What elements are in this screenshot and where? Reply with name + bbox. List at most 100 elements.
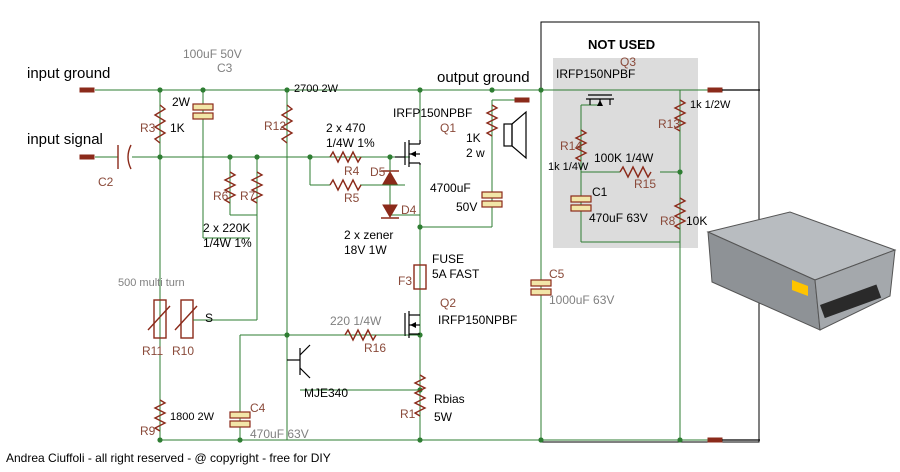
q2-part: IRFP150NPBF [438,313,518,327]
r1-resistor [413,374,427,417]
output-ground-label: output ground [437,69,530,86]
d4-ref: D4 [401,203,417,217]
q3-mosfet [586,94,614,106]
r6-resistor [223,171,237,204]
copyright-note: Andrea Ciuffoli - all right reserved - @… [6,451,331,465]
trimmer-pots [147,299,205,339]
r12-val: 2700 2W [294,83,339,95]
fuse-label-1: FUSE [432,252,465,266]
multi-turn-label: 500 multi turn [118,277,185,289]
c3-ref: C3 [217,61,233,75]
r4-ref: R4 [344,164,360,178]
r13-resistor [673,99,687,132]
mje-label: MJE340 [304,386,349,400]
r5-ref: R5 [344,191,360,205]
q1-ref: Q1 [440,121,457,135]
r8-val: 10K [686,214,708,228]
c3-capacitor [192,103,214,111]
speaker-resistor [485,104,499,137]
r3-ref: R3 [140,121,156,135]
c3-value: 100uF 50V [183,47,242,61]
r15-val: 100K 1/4W [594,151,654,165]
r12-resistor [280,104,294,144]
r16-ref: R16 [364,341,387,355]
f3-ref: F3 [398,274,413,288]
c1-val: 470uF 63V [589,211,648,225]
r3-val: 1K [170,121,185,135]
r16-val: 220 1/4W [330,314,382,328]
rbias-w: 5W [434,410,452,424]
c5-capacitor [530,279,552,287]
r15-ref: R15 [634,177,657,191]
input-signal-label: input signal [27,131,103,148]
r14-val: 1k 1/4W [548,161,589,173]
cout-v: 50V [456,200,478,214]
c2-ref: C2 [98,175,114,189]
pot-s-label: S [205,311,214,325]
c1-capacitor [570,195,592,203]
speaker-w: 2 w [466,146,485,160]
r8-resistor [673,197,687,230]
speaker [503,110,527,160]
q1-part: IRFP150NPBF [393,106,473,120]
r12-ref: R12 [264,119,287,133]
q2-ref: Q2 [440,296,457,310]
r16-resistor [344,328,377,342]
cout-capacitor [481,191,503,199]
r6-ref: R6 [213,189,229,203]
power-supply-unit [706,211,897,331]
junction-dots [157,87,683,443]
fuse-label-2: 5A FAST [432,267,480,281]
resistors [153,99,687,432]
mje340-transistor [287,344,311,379]
c5-val: 1000uF 63V [549,293,615,307]
wires [95,89,760,441]
input-ground-label: input ground [27,65,111,82]
capacitors [192,103,592,428]
c4-ref: C4 [250,401,266,415]
cout-val: 4700uF [430,181,471,195]
r6r7-val1: 2 x 220K [203,221,251,235]
r5-resistor [329,178,362,192]
c5-ref: C5 [549,267,565,281]
speaker-r: 1K [466,131,481,145]
r9-resistor [153,399,167,432]
not-used-label: NOT USED [588,37,656,52]
r7-ref: R7 [240,189,256,203]
r13-ref: R13 [658,117,681,131]
fuse [413,264,427,290]
r4r5-val1: 2 x 470 [326,121,366,135]
r11-ref: R11 [142,344,164,358]
r14-ref: R14 [560,139,583,153]
r6r7-val2: 1/4W 1% [203,236,252,250]
rbias-label: Rbias [434,392,465,406]
q3-ref: Q3 [620,55,637,69]
q3-part: IRFP150NPBF [556,67,636,81]
r9-val: 1800 2W [170,411,215,423]
r8-ref: R8 [660,214,676,228]
c4-val: 470uF 63V [250,427,309,441]
zener-val2: 18V 1W [344,243,387,257]
r14-resistor [574,129,588,162]
terminals [79,87,760,443]
c2-capacitor [117,144,132,170]
r4-resistor [329,150,362,164]
c4-capacitor [229,411,251,419]
r9-ref: R9 [140,424,156,438]
r10-ref: R10 [172,344,195,358]
c1-ref: C1 [592,185,608,199]
r7-resistor [250,171,264,204]
q1-mosfet [395,140,421,167]
q2-mosfet [378,311,420,338]
d5-ref: D5 [370,165,386,179]
r3-resistor [153,104,167,144]
mosfets [378,94,614,338]
r13-val: 1k 1/2W [690,99,731,111]
r4r5-val2: 1/4W 1% [326,136,375,150]
r3-power: 2W [172,95,190,109]
zener-diodes [381,157,399,219]
r15-resistor [619,165,652,179]
r1-ref: R1 [400,407,416,421]
zener-val1: 2 x zener [344,228,394,242]
